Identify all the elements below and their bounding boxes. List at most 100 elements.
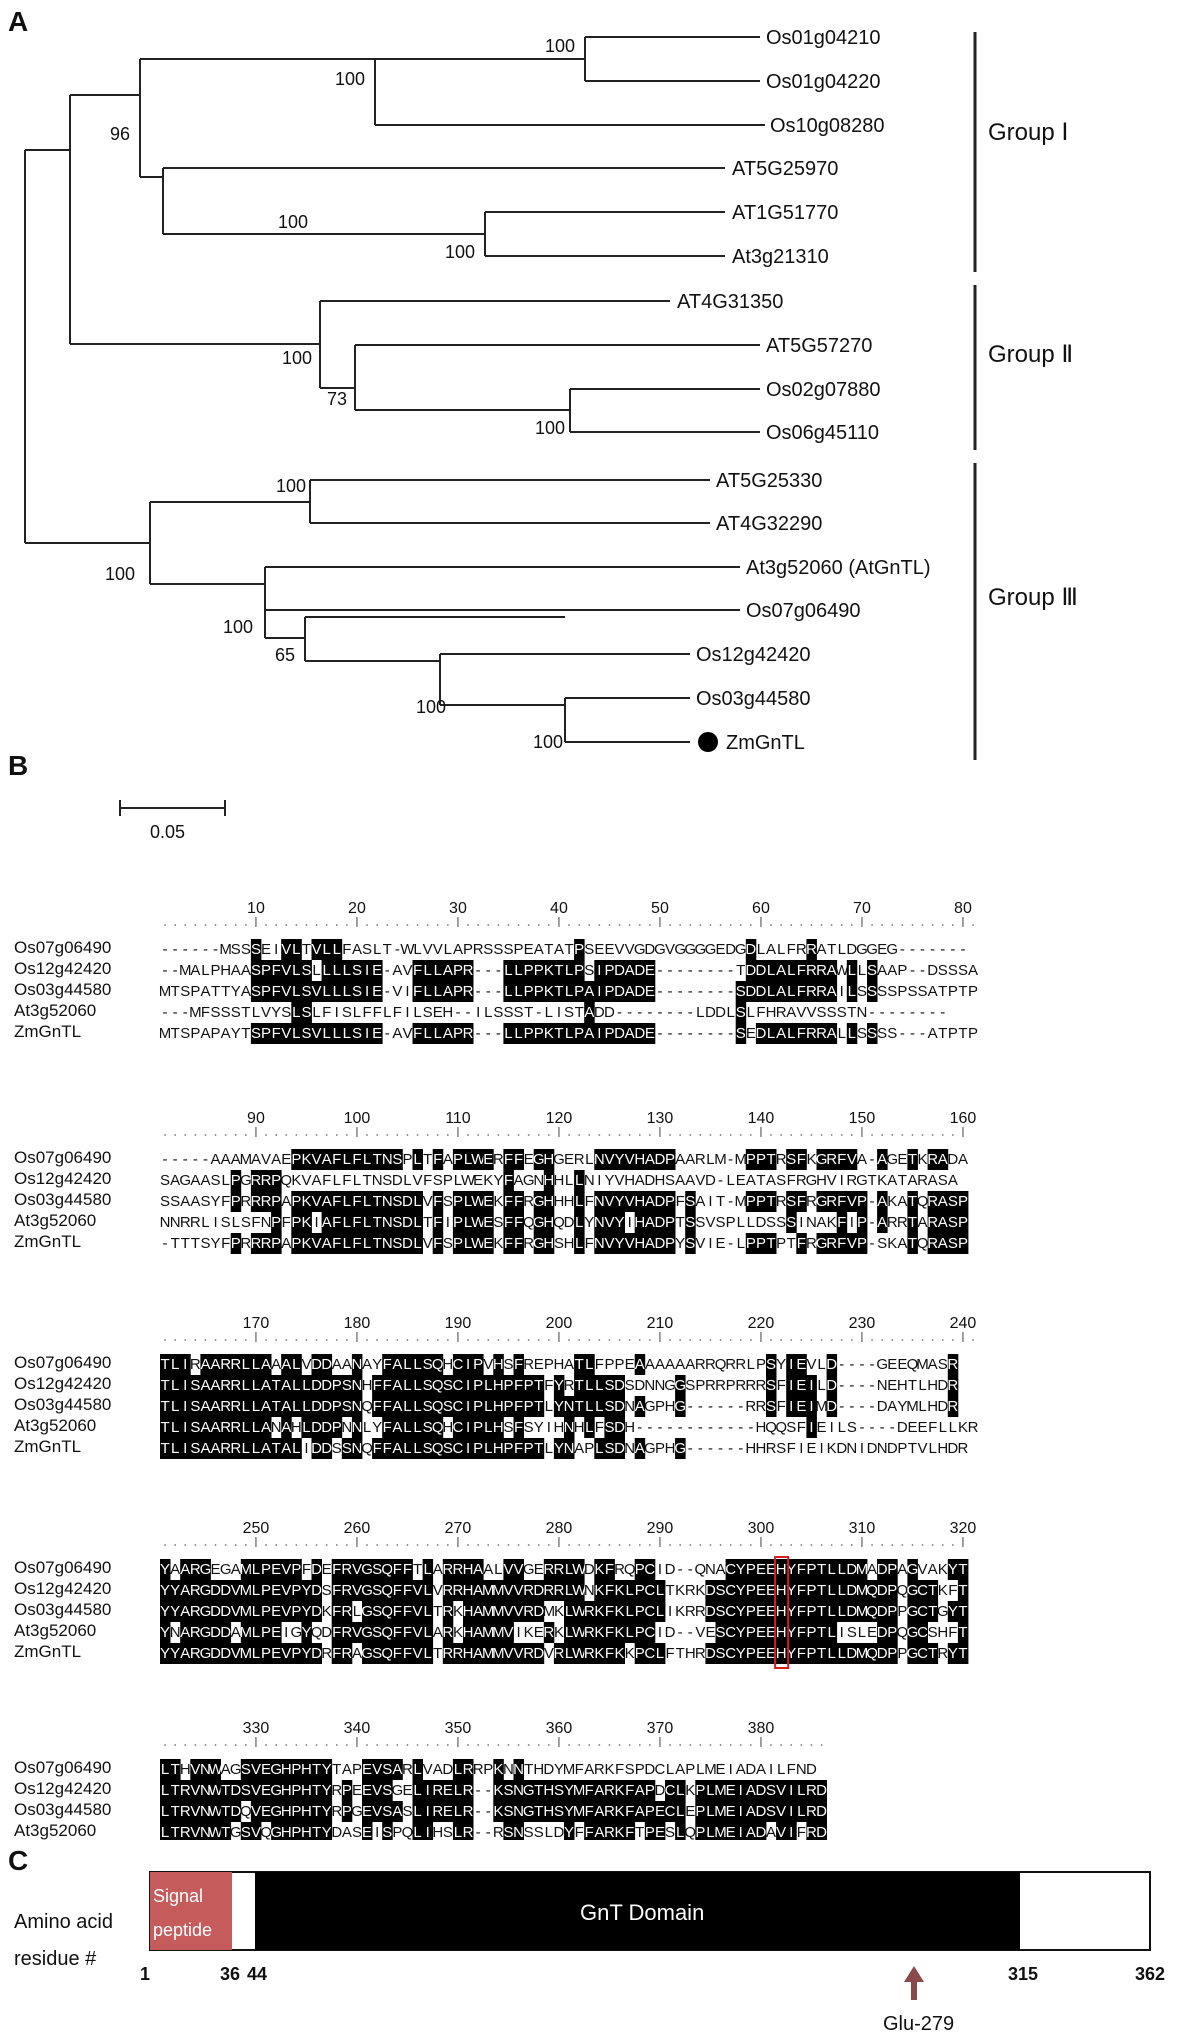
residue: L bbox=[343, 983, 351, 1000]
alignment-dot bbox=[598, 1339, 601, 1341]
residue: C bbox=[453, 1356, 464, 1373]
conserved-residue-shade bbox=[513, 1191, 524, 1212]
residue: A bbox=[817, 1214, 827, 1231]
conserved-residue-shade bbox=[170, 1601, 181, 1622]
residue: R bbox=[685, 1582, 696, 1599]
conserved-residue-shade bbox=[634, 1354, 646, 1375]
residue: P bbox=[968, 983, 978, 1000]
conserved-residue-shade bbox=[513, 1375, 524, 1396]
residue: N bbox=[594, 1235, 605, 1252]
residue: Q bbox=[361, 1440, 373, 1457]
residue: F bbox=[373, 1004, 382, 1021]
sequence-name: Os07g06490 bbox=[14, 1558, 111, 1577]
conserved-residue-shade bbox=[321, 1149, 333, 1170]
residue: V bbox=[514, 1645, 524, 1662]
residue: H bbox=[927, 1398, 938, 1415]
residue: A bbox=[443, 1025, 453, 1042]
conserved-residue-shade bbox=[947, 1375, 959, 1396]
residue: A bbox=[392, 1025, 402, 1042]
alignment-dot bbox=[234, 1544, 237, 1546]
residue: P bbox=[857, 1193, 867, 1210]
residue: P bbox=[291, 1603, 301, 1620]
residue: T bbox=[756, 1172, 765, 1189]
alignment-dot bbox=[426, 1134, 429, 1136]
taxon-label: AT1G51770 bbox=[732, 202, 838, 224]
alignment-dot bbox=[901, 1544, 904, 1546]
residue: T bbox=[423, 1214, 432, 1231]
residue: K bbox=[615, 1803, 625, 1820]
conserved-residue-shade bbox=[210, 1375, 221, 1396]
residue: L bbox=[403, 1172, 411, 1189]
residue: L bbox=[242, 1419, 250, 1436]
residue: L bbox=[373, 941, 381, 958]
conserved-residue-shade bbox=[594, 1023, 605, 1044]
residue: A bbox=[746, 1782, 756, 1799]
residue: L bbox=[322, 1025, 330, 1042]
residue: L bbox=[676, 1803, 684, 1820]
residue: R bbox=[806, 1025, 817, 1042]
alignment-dot bbox=[446, 924, 449, 926]
residue: A bbox=[392, 1419, 402, 1436]
conserved-residue-shade bbox=[473, 1601, 484, 1622]
conserved-residue-shade bbox=[402, 1559, 413, 1580]
residue: A bbox=[645, 1193, 655, 1210]
residue: Q bbox=[624, 1561, 636, 1578]
residue: V bbox=[625, 1235, 635, 1252]
residue: S bbox=[786, 1151, 796, 1168]
conserved-residue-shade bbox=[412, 1191, 423, 1212]
residue: T bbox=[928, 1603, 937, 1620]
residue: G bbox=[695, 941, 707, 958]
residue: R bbox=[947, 1398, 958, 1415]
conserved-residue-shade bbox=[432, 1149, 444, 1170]
residue: L bbox=[838, 1603, 846, 1620]
residue: R bbox=[745, 1398, 756, 1415]
conserved-residue-shade bbox=[220, 1375, 232, 1396]
residue: R bbox=[564, 1377, 575, 1394]
residue: T bbox=[554, 962, 563, 979]
residue: S bbox=[352, 1025, 362, 1042]
residue: G bbox=[806, 1172, 818, 1189]
residue: S bbox=[503, 1004, 513, 1021]
residue: E bbox=[261, 941, 271, 958]
residue: Y bbox=[736, 1603, 746, 1620]
residue: A bbox=[645, 1356, 655, 1373]
conserved-residue-shade bbox=[351, 1023, 363, 1044]
residue: G bbox=[523, 1803, 535, 1820]
residue: K bbox=[604, 1761, 614, 1778]
alignment-dot bbox=[628, 1339, 631, 1341]
residue: H bbox=[362, 1377, 373, 1394]
conserved-residue-shade bbox=[412, 1354, 423, 1375]
alignment-dot bbox=[295, 1544, 298, 1546]
residue: T bbox=[938, 983, 947, 1000]
residue: C bbox=[644, 1645, 655, 1662]
alignment-dot bbox=[376, 1544, 379, 1546]
residue: Y bbox=[231, 983, 241, 1000]
alignment-position-number: 70 bbox=[853, 900, 871, 917]
residue: R bbox=[806, 1235, 817, 1252]
conserved-residue-shade bbox=[372, 1233, 383, 1254]
residue: S bbox=[514, 1004, 524, 1021]
residue: - bbox=[900, 1004, 905, 1021]
residue: F bbox=[787, 1761, 796, 1778]
residue: I bbox=[547, 1419, 551, 1436]
residue: S bbox=[584, 941, 594, 958]
conserved-residue-shade bbox=[745, 939, 757, 960]
residue: F bbox=[625, 1824, 634, 1840]
residue: S bbox=[928, 1624, 938, 1641]
conserved-residue-shade bbox=[402, 1212, 413, 1233]
conserved-residue-shade bbox=[331, 1396, 343, 1417]
residue: M bbox=[735, 1193, 748, 1210]
residue: Q bbox=[917, 1193, 929, 1210]
conserved-residue-shade bbox=[240, 1354, 252, 1375]
conserved-residue-shade bbox=[826, 1233, 838, 1254]
conserved-residue-shade bbox=[867, 981, 878, 1002]
residue: I bbox=[789, 1356, 793, 1373]
residue: G bbox=[907, 1603, 919, 1620]
residue: E bbox=[362, 1803, 372, 1820]
conserved-residue-shade bbox=[856, 1559, 868, 1580]
residue: S bbox=[423, 1398, 433, 1415]
conserved-residue-shade bbox=[796, 981, 807, 1002]
residue: L bbox=[565, 1624, 573, 1641]
residue: R bbox=[776, 1151, 787, 1168]
alignment-position-number: 360 bbox=[546, 1720, 573, 1737]
